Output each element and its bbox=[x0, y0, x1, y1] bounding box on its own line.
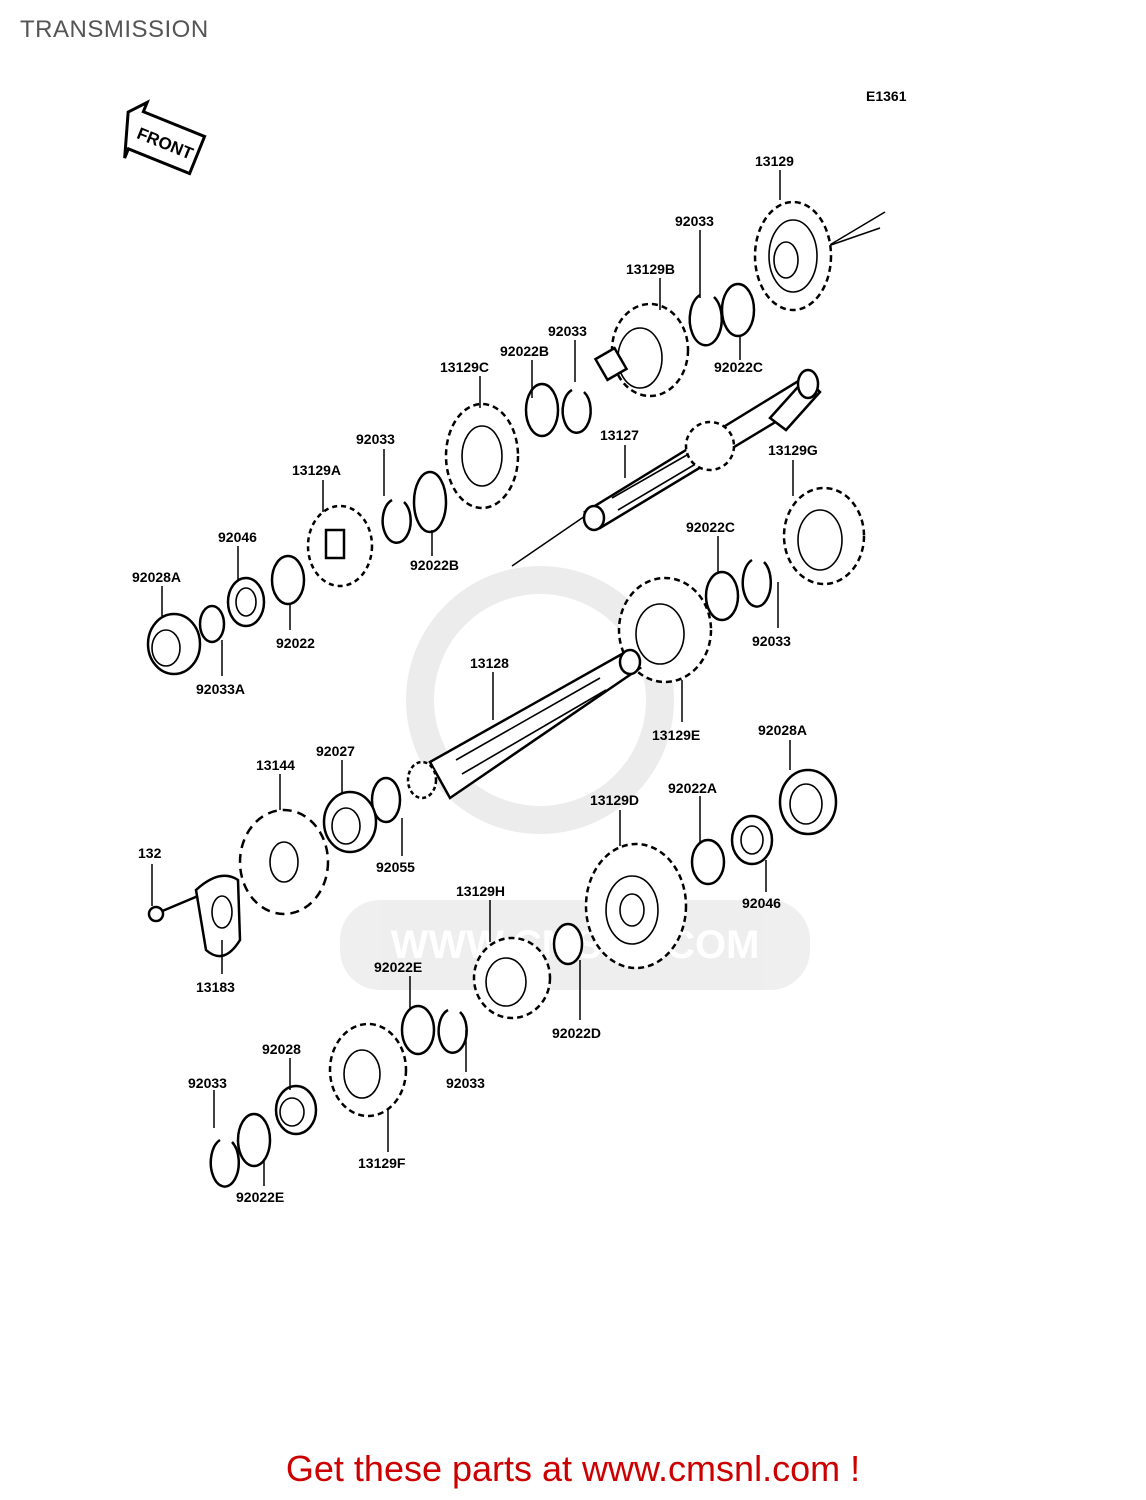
label-13129E: 13129E bbox=[652, 727, 700, 743]
label-92028: 92028 bbox=[262, 1041, 301, 1057]
label-92046-a: 92046 bbox=[218, 529, 257, 545]
bearing-92028A-b bbox=[778, 768, 838, 836]
gear-13129D bbox=[584, 842, 688, 970]
ring-92022D bbox=[552, 922, 584, 966]
label-92046-b: 92046 bbox=[742, 895, 781, 911]
plate-13183 bbox=[194, 874, 242, 958]
label-13127: 13127 bbox=[600, 427, 639, 443]
gear-13129F bbox=[328, 1022, 408, 1118]
gear-13129C bbox=[444, 402, 520, 510]
front-arrow-icon: FRONT bbox=[123, 99, 207, 176]
bearing-92028A-a bbox=[146, 612, 202, 676]
gear-13129 bbox=[753, 200, 833, 312]
part-labels: 13129 92033 13129B 92033 92022B 92022C 1… bbox=[132, 153, 818, 1205]
ring-92022C-b bbox=[704, 570, 740, 622]
label-13128: 13128 bbox=[470, 655, 509, 671]
ring-92055 bbox=[370, 776, 402, 824]
bearing-92028 bbox=[274, 1084, 318, 1136]
page-title: TRANSMISSION bbox=[20, 16, 209, 43]
label-13129C: 13129C bbox=[440, 359, 489, 375]
gear-13129E bbox=[617, 576, 713, 684]
circlip-92033-d bbox=[741, 558, 773, 608]
ring-92022C-a bbox=[720, 282, 756, 338]
label-92033-c: 92033 bbox=[356, 431, 395, 447]
ring-92033A bbox=[198, 604, 226, 644]
circlip-92033-f bbox=[209, 1138, 241, 1188]
bolt-132 bbox=[147, 894, 199, 923]
label-92022-a: 92022 bbox=[276, 635, 315, 651]
bearing-92046-a bbox=[226, 576, 266, 628]
shaft-13127 bbox=[582, 368, 822, 532]
label-92022E-b: 92022E bbox=[236, 1189, 284, 1205]
label-92022D: 92022D bbox=[552, 1025, 601, 1041]
label-92022C-a: 92022C bbox=[714, 359, 763, 375]
label-92028A-a: 92028A bbox=[132, 569, 181, 585]
label-132: 132 bbox=[138, 845, 162, 861]
circlip-92033-e bbox=[437, 1008, 468, 1054]
label-92055: 92055 bbox=[376, 859, 415, 875]
circlip-92033-a bbox=[688, 293, 723, 347]
label-92033-a: 92033 bbox=[675, 213, 714, 229]
label-13129F: 13129F bbox=[358, 1155, 406, 1171]
bushing-92027 bbox=[322, 790, 378, 854]
gear-13129H bbox=[472, 936, 552, 1020]
circlip-92033-b bbox=[561, 388, 592, 434]
shaft-13128 bbox=[406, 648, 643, 800]
ring-92022B-b bbox=[412, 470, 448, 534]
label-13129H: 13129H bbox=[456, 883, 505, 899]
label-92022B-a: 92022B bbox=[500, 343, 549, 359]
label-13129D: 13129D bbox=[590, 792, 639, 808]
gear-13129G bbox=[782, 486, 866, 586]
ring-92022-a bbox=[270, 554, 306, 606]
bearing-92046-b bbox=[730, 814, 774, 866]
label-92033-b: 92033 bbox=[548, 323, 587, 339]
label-92033-f: 92033 bbox=[188, 1075, 227, 1091]
label-92033A: 92033A bbox=[196, 681, 245, 697]
label-13129: 13129 bbox=[755, 153, 794, 169]
sprocket-13144 bbox=[238, 808, 330, 916]
diagram-code: E1361 bbox=[866, 88, 907, 104]
label-13129G: 13129G bbox=[768, 442, 818, 458]
label-13183: 13183 bbox=[196, 979, 235, 995]
ring-92022E-b bbox=[236, 1112, 272, 1168]
gear-13129A bbox=[306, 504, 374, 588]
label-92027: 92027 bbox=[316, 743, 355, 759]
leader-lines bbox=[151, 170, 794, 1186]
label-92033-e: 92033 bbox=[446, 1075, 485, 1091]
ring-92022E-a bbox=[400, 1004, 436, 1056]
label-13129B: 13129B bbox=[626, 261, 675, 277]
label-13144: 13144 bbox=[256, 757, 295, 773]
promo-link[interactable]: Get these parts at www.cmsnl.com ! bbox=[285, 1448, 861, 1489]
label-92022B-b: 92022B bbox=[410, 557, 459, 573]
ring-92022B-a bbox=[524, 382, 560, 438]
label-92022A: 92022A bbox=[668, 780, 717, 796]
ring-92022A bbox=[690, 838, 726, 886]
label-92022C-b: 92022C bbox=[686, 519, 735, 535]
gear-13129B bbox=[593, 302, 690, 398]
circlip-92033-c bbox=[381, 498, 412, 544]
label-92028A-b: 92028A bbox=[758, 722, 807, 738]
label-13129A: 13129A bbox=[292, 462, 341, 478]
label-92033-d: 92033 bbox=[752, 633, 791, 649]
label-92022E-a: 92022E bbox=[374, 959, 422, 975]
